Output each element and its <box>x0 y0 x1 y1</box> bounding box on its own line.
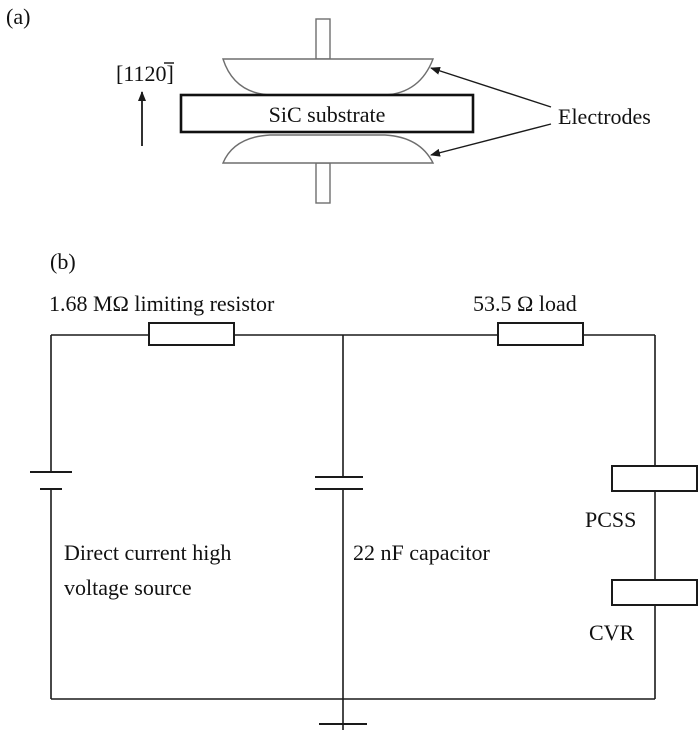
load-resistor <box>497 322 584 346</box>
source-label-line2: voltage source <box>64 575 192 600</box>
panel-a: (a) [1120] SiC substrate Electrodes <box>6 4 651 204</box>
panel-a-label: (a) <box>6 4 30 29</box>
pointer-bottom-electrode <box>430 123 552 157</box>
pointer-top-electrode <box>430 66 552 108</box>
cvr-label: CVR <box>589 620 635 645</box>
limiting-resistor-label: 1.68 MΩ limiting resistor <box>49 291 275 316</box>
crystal-direction: [1120] <box>116 61 174 146</box>
bottom-electrode <box>221 134 435 164</box>
panel-b-label: (b) <box>50 249 76 274</box>
load-label: 53.5 Ω load <box>473 291 577 316</box>
bottom-rod <box>315 162 331 204</box>
sic-substrate <box>179 93 475 134</box>
pcss-label: PCSS <box>585 507 636 532</box>
substrate-label: SiC substrate <box>269 102 386 127</box>
top-electrode <box>222 58 435 96</box>
top-rod <box>315 18 331 60</box>
cvr-block <box>611 579 698 606</box>
electrodes-label: Electrodes <box>558 104 651 129</box>
pcss-block <box>611 465 698 492</box>
limiting-resistor <box>148 322 235 346</box>
source-label-line1: Direct current high <box>64 540 231 565</box>
capacitor-label: 22 nF capacitor <box>353 540 491 565</box>
panel-b: (b) 1.68 MΩ limiting resistor 53.5 Ω loa… <box>30 249 698 730</box>
direction-label: [1120] <box>116 61 174 86</box>
